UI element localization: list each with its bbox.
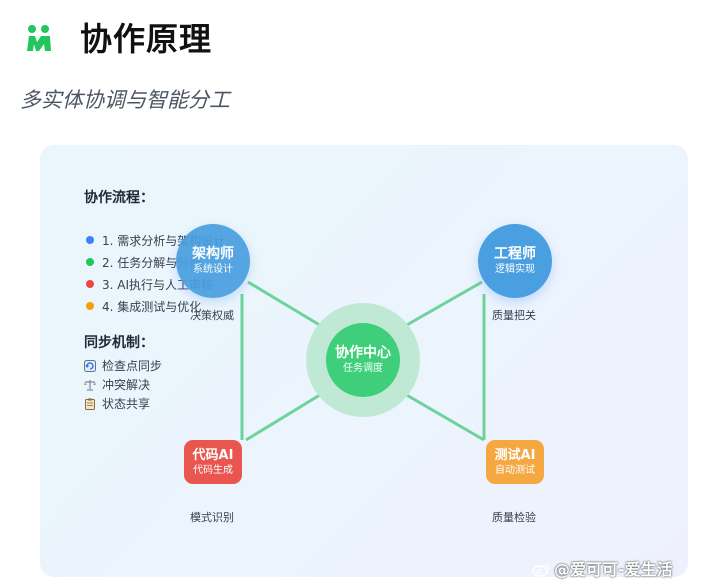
- step-dot: [86, 280, 94, 288]
- code-ai-title: 代码AI: [192, 448, 234, 463]
- figures-icon: [27, 25, 51, 51]
- test-ai-caption: 质量检验: [492, 511, 536, 524]
- step-dot: [86, 236, 94, 244]
- center-subtitle: 任务调度: [343, 363, 383, 374]
- step-dot: [86, 302, 94, 310]
- sync-item-state: 状态共享: [84, 395, 150, 412]
- flow-title: 协作流程：: [84, 190, 154, 206]
- connector-testai-center: [397, 388, 485, 442]
- code-ai-caption: 模式识别: [190, 511, 234, 524]
- test-ai-title: 测试AI: [494, 448, 536, 463]
- architect-caption: 决策权威: [190, 309, 234, 322]
- center-title: 协作中心: [335, 345, 391, 361]
- collab-center-node: 协作中心 任务调度: [326, 323, 400, 397]
- connector-codeai-center: [245, 388, 329, 442]
- step-dot: [86, 258, 94, 266]
- page-subtitle: 多实体协调与智能分工: [20, 88, 230, 112]
- sync-item-conflict: 冲突解决: [84, 376, 150, 393]
- code-ai-subtitle: 代码生成: [193, 465, 233, 476]
- scale-icon: [84, 380, 96, 391]
- engineer-caption: 质量把关: [492, 309, 536, 322]
- weibo-icon: [532, 564, 550, 577]
- test-ai-subtitle: 自动测试: [495, 465, 535, 476]
- watermark: @爱可可-爱生活: [532, 556, 673, 580]
- sync-item-checkpoint: 检查点同步: [84, 357, 162, 374]
- page-title: 协作原理: [80, 20, 213, 58]
- engineer-subtitle: 逻辑实现: [495, 264, 535, 275]
- flow-step-4: 4. 集成测试与优化: [86, 298, 201, 315]
- connector-engineer-center: [397, 280, 483, 332]
- architect-subtitle: 系统设计: [193, 264, 233, 275]
- engineer-title: 工程师: [494, 246, 536, 262]
- refresh-icon: [84, 360, 96, 372]
- architect-node: 架构师 系统设计: [176, 224, 250, 298]
- test-ai-node: 测试AI 自动测试: [486, 440, 544, 484]
- clipboard-icon: [85, 398, 95, 410]
- architect-title: 架构师: [192, 246, 234, 262]
- engineer-node: 工程师 逻辑实现: [478, 224, 552, 298]
- code-ai-node: 代码AI 代码生成: [184, 440, 242, 484]
- connector-architect-center: [247, 280, 329, 332]
- sync-title: 同步机制：: [84, 335, 154, 351]
